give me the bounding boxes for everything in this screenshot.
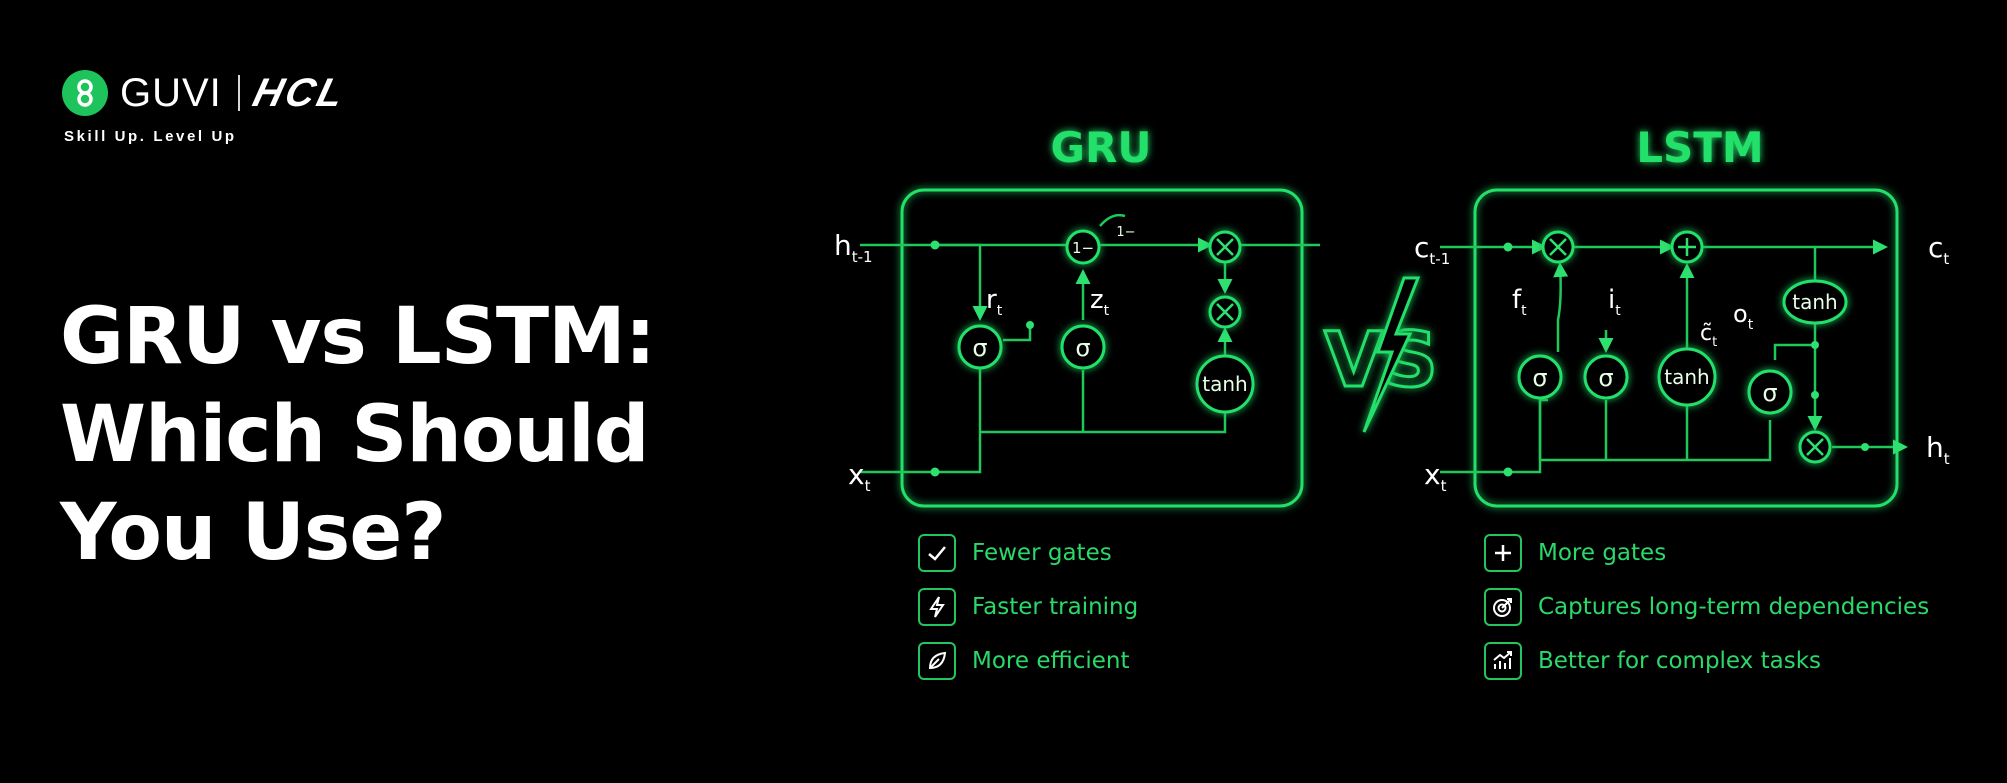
lstm-c-input-label: ct-1	[1414, 231, 1450, 268]
growth-chart-icon	[1484, 642, 1522, 680]
gru-h-to-reset	[935, 243, 988, 321]
lstm-tanh-to-output	[1773, 322, 1817, 360]
lightning-icon	[1362, 276, 1421, 433]
gru-feature-label: Fewer gates	[972, 540, 1112, 566]
multiply-icon	[1216, 238, 1234, 256]
leaf-icon	[918, 642, 956, 680]
lstm-input-sigma: σ	[1598, 364, 1613, 392]
gru-feature-label: Faster training	[972, 594, 1139, 620]
lstm-forget-gate	[1517, 354, 1563, 400]
vs-emblem: VS	[1323, 276, 1439, 433]
brand-tagline: Skill Up. Level Up	[64, 128, 237, 145]
lstm-forget-to-mult	[1553, 262, 1569, 352]
gru-diagram: GRU	[834, 123, 1320, 508]
target-icon	[1484, 588, 1522, 626]
lstm-feature-label: Captures long-term dependencies	[1538, 594, 1930, 620]
lstm-candidate-tanh-node	[1657, 347, 1717, 407]
gru-reset-label: rt	[986, 285, 1003, 319]
lstm-h-output-label: ht	[1926, 431, 1950, 468]
gru-feature-item: Faster training	[918, 588, 1138, 626]
multiply-icon	[1216, 303, 1234, 321]
lstm-output-sigma: σ	[1762, 379, 1777, 407]
lightning-icon	[918, 588, 956, 626]
lstm-forget-sigma: σ	[1532, 364, 1547, 392]
gru-junction-dot	[1026, 321, 1034, 329]
gru-cell-box	[900, 188, 1304, 508]
page-title: GRU vs LSTM: Which Should You Use?	[60, 288, 656, 582]
gru-tanh-label: tanh	[1202, 372, 1247, 396]
lstm-x-line	[1440, 398, 1548, 474]
gru-h-input-label: ht-1	[834, 229, 873, 266]
title-line-2: Which Should	[60, 390, 650, 480]
gru-update-sigma: σ	[1075, 334, 1090, 362]
lstm-diagram: LSTM	[1414, 123, 1950, 508]
gru-feature-item: Fewer gates	[918, 534, 1112, 572]
gru-junction-dot	[930, 240, 940, 250]
lstm-feature-item: Better for complex tasks	[1484, 642, 1821, 680]
gru-bottom-bus	[980, 400, 1227, 434]
gru-tanh-node	[1195, 354, 1255, 414]
gru-reset-sigma: σ	[972, 334, 987, 362]
gru-x-input-label: xt	[848, 458, 871, 495]
multiply-icon	[1549, 238, 1567, 256]
lstm-candidate-label: c̃t	[1700, 321, 1717, 350]
lstm-output-label: ot	[1733, 300, 1754, 333]
lstm-input-gate	[1583, 354, 1629, 400]
lstm-output-gate	[1747, 369, 1793, 415]
brand-divider	[237, 75, 240, 111]
lstm-feature-label: More gates	[1538, 540, 1667, 566]
plus-icon	[1678, 238, 1696, 256]
lstm-c-output-label: ct	[1928, 231, 1949, 268]
gru-one-minus-side-label: 1−	[1116, 225, 1135, 240]
gru-reset-loop	[1003, 325, 1032, 342]
guvi-logo-icon	[62, 70, 108, 116]
gru-feature-label: More efficient	[972, 648, 1130, 674]
lstm-cell-box	[1473, 188, 1899, 508]
brand-name: GUVI	[120, 70, 222, 115]
lstm-feature-item: More gates	[1484, 534, 1666, 572]
lstm-bottom-bus	[1540, 420, 1772, 462]
brand: GUVI HCL	[62, 70, 351, 116]
lstm-junction-dot	[1503, 467, 1513, 477]
lstm-forget-label: ft	[1512, 285, 1527, 319]
lstm-junction-dot	[1503, 242, 1513, 252]
gru-feature-item: More efficient	[918, 642, 1130, 680]
lstm-output-tanh-node	[1782, 279, 1848, 325]
gru-x-to-reset	[860, 362, 982, 474]
lstm-junction-dot	[1811, 391, 1819, 399]
lstm-title: LSTM	[1636, 123, 1763, 172]
title-line-3: You Use?	[60, 488, 447, 578]
title-line-1: GRU vs LSTM:	[60, 292, 656, 382]
lstm-junction-dot	[1861, 443, 1869, 451]
multiply-icon	[1806, 438, 1824, 456]
lstm-feature-label: Better for complex tasks	[1538, 648, 1821, 674]
gru-one-minus-node	[1065, 229, 1101, 265]
lstm-feature-item: Captures long-term dependencies	[1484, 588, 1929, 626]
check-icon	[918, 534, 956, 572]
lstm-candidate-tanh-label: tanh	[1664, 365, 1709, 389]
gru-1minus-arc	[1099, 213, 1126, 227]
gru-update-gate	[1060, 324, 1106, 370]
lstm-output-tanh-label: tanh	[1792, 290, 1837, 314]
gru-one-minus-label: 1−	[1072, 239, 1094, 257]
gru-title: GRU	[1051, 123, 1152, 172]
plus-icon	[1484, 534, 1522, 572]
gru-update-label: zt	[1090, 285, 1110, 319]
lstm-x-input-label: xt	[1424, 458, 1447, 495]
gru-junction-dot	[930, 467, 940, 477]
lstm-input-label: it	[1608, 285, 1621, 319]
lstm-junction-dot	[1811, 341, 1819, 349]
gru-reset-gate	[957, 324, 1003, 370]
